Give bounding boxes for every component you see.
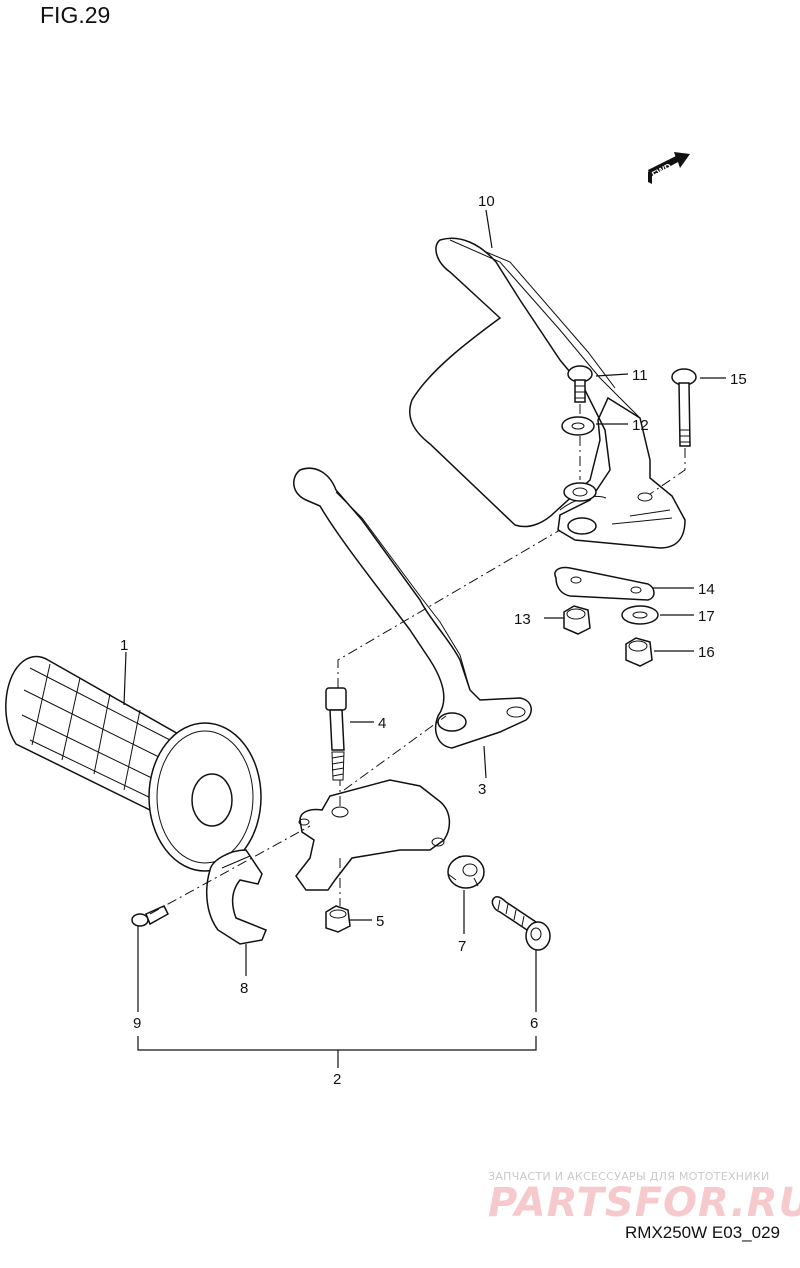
nut-13	[563, 605, 591, 635]
pivot-bolt	[325, 687, 347, 781]
hand-guard	[409, 237, 686, 549]
washer-small	[561, 416, 595, 436]
callout-2: 2	[333, 1071, 341, 1088]
adjuster-bolt	[491, 896, 551, 951]
figure-title: FIG.29	[40, 2, 111, 28]
leader-lines	[123, 209, 726, 1068]
callout-11: 11	[632, 367, 648, 384]
watermark-logo: PARTSFOR.RU	[488, 1180, 800, 1226]
callout-9: 9	[133, 1015, 141, 1032]
callout-13: 13	[514, 611, 531, 628]
screw	[131, 905, 169, 927]
callout-14: 14	[698, 581, 715, 598]
plate	[554, 566, 655, 601]
callout-12: 12	[632, 417, 649, 434]
clamp	[205, 849, 267, 945]
callout-10: 10	[478, 193, 495, 210]
callout-16: 16	[698, 644, 715, 661]
callout-6: 6	[530, 1015, 538, 1032]
callout-4: 4	[378, 715, 386, 732]
callout-17: 17	[698, 608, 715, 625]
callout-3: 3	[478, 781, 486, 798]
screw-small	[567, 365, 593, 403]
nut	[325, 905, 351, 933]
watermark-caption: ЗАПЧАСТИ И АКСЕССУАРЫ ДЛЯ МОТОТЕХНИКИ	[488, 1170, 770, 1183]
nut-16	[625, 637, 653, 667]
clutch-lever	[293, 467, 532, 749]
callout-7: 7	[458, 938, 466, 955]
callout-1: 1	[120, 637, 128, 654]
reference-code: RMX250W E03_029	[625, 1223, 780, 1242]
callout-15: 15	[730, 371, 747, 388]
callout-numbers: 1 2 3 4 5 6 7 8 9 10 11 12 13 14 15 16 1…	[120, 193, 747, 1088]
long-bolt	[671, 368, 697, 447]
washer-17	[621, 605, 659, 625]
callout-5: 5	[376, 913, 384, 930]
handlebar-grip	[5, 655, 262, 872]
lever-holder	[295, 779, 451, 891]
callout-8: 8	[240, 980, 248, 997]
adjuster-nut	[447, 855, 485, 889]
assembly-centerlines	[149, 404, 686, 915]
fwd-arrow-icon: FWD	[648, 152, 690, 184]
